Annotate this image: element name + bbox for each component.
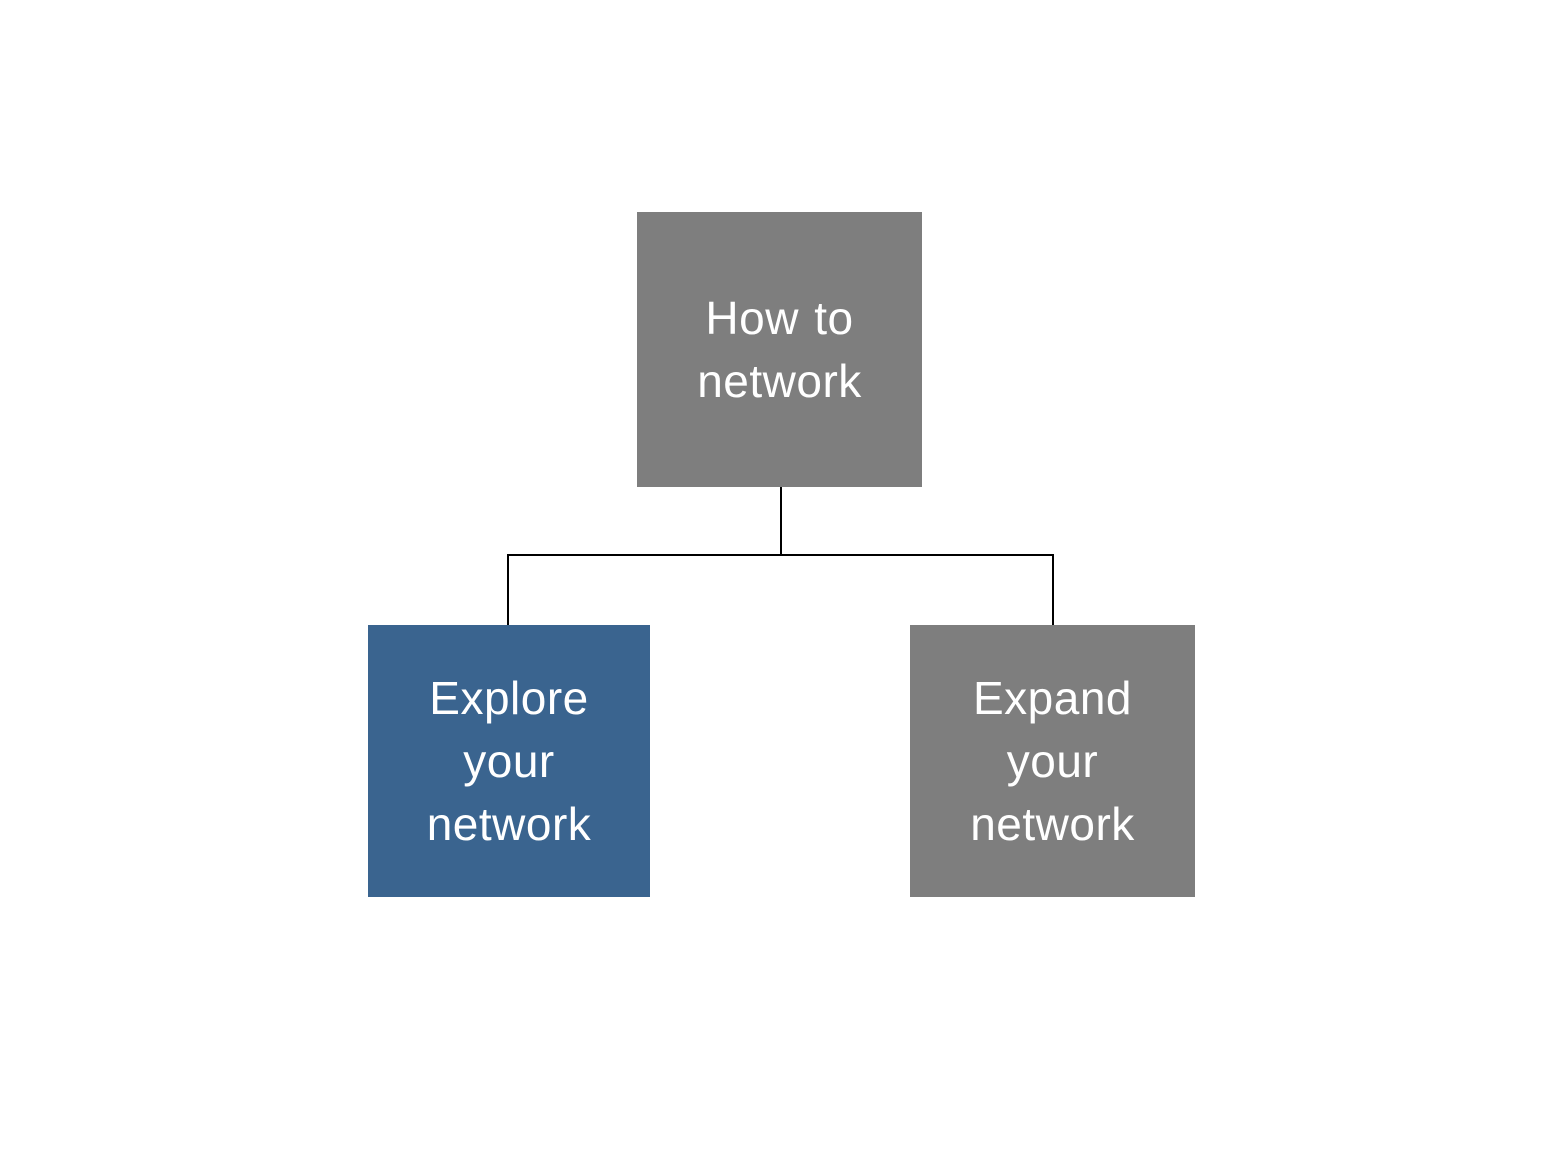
connector-root-stem [780,487,782,555]
connector-drop-right [1052,554,1054,626]
node-expand-your-network: Expand your network [910,625,1195,897]
node-how-to-network: How to network [637,212,922,487]
connector-drop-left [507,554,509,626]
node-explore-your-network: Explore your network [368,625,650,897]
connector-crossbar [507,554,1054,556]
